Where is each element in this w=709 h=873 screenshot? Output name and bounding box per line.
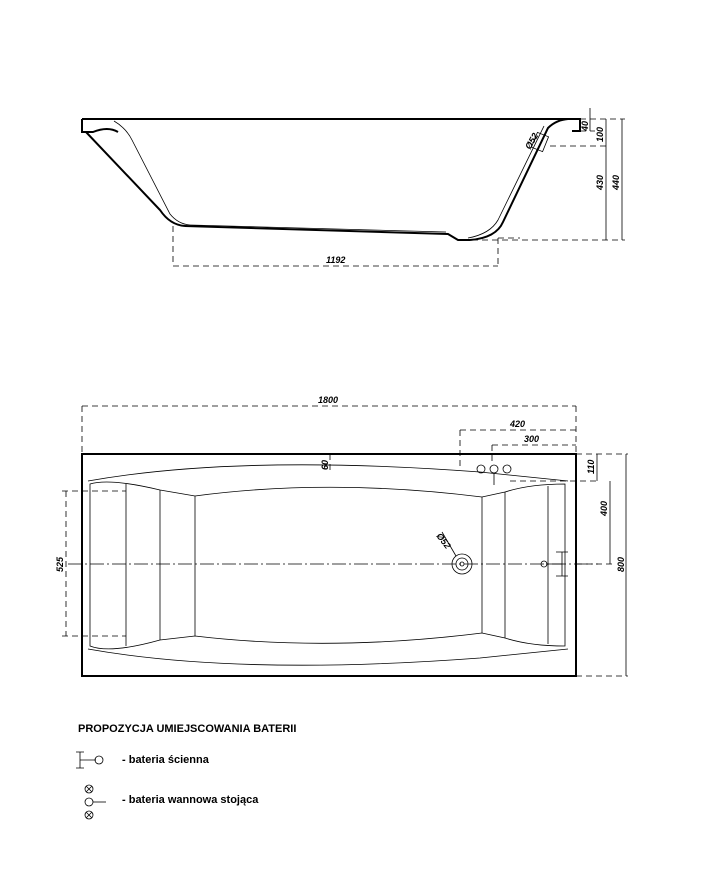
dim-top-drain: Ø52	[434, 531, 452, 551]
dim-top-525: 525	[55, 556, 65, 572]
dim-side-100: 100	[595, 127, 605, 142]
dim-top-110: 110	[586, 460, 596, 474]
legend-item-wall: - bateria ścienna	[122, 754, 209, 766]
dim-top-60: 60	[320, 460, 330, 470]
dim-top-1800: 1800	[318, 395, 338, 405]
dim-side-430: 430	[595, 175, 605, 191]
legend-title: PROPOZYCJA UMIEJSCOWANIA BATERII	[78, 723, 297, 735]
dim-top-400: 400	[599, 501, 609, 517]
dim-top-800: 800	[616, 557, 626, 572]
dim-top-300: 300	[524, 434, 539, 444]
dim-side-1192: 1192	[326, 255, 345, 265]
legend-item-deck: - bateria wannowa stojąca	[122, 794, 259, 806]
wall-faucet-icon	[76, 751, 104, 769]
dim-side-440: 440	[611, 175, 621, 191]
side-view: 1192 40 100 430 440 Ø52	[81, 108, 625, 267]
top-view: Ø52 1800 420 300 60 110 400 800	[55, 395, 628, 677]
dim-top-420: 420	[509, 419, 525, 429]
deck-faucet-icon	[84, 784, 106, 820]
dim-side-40: 40	[580, 121, 590, 132]
